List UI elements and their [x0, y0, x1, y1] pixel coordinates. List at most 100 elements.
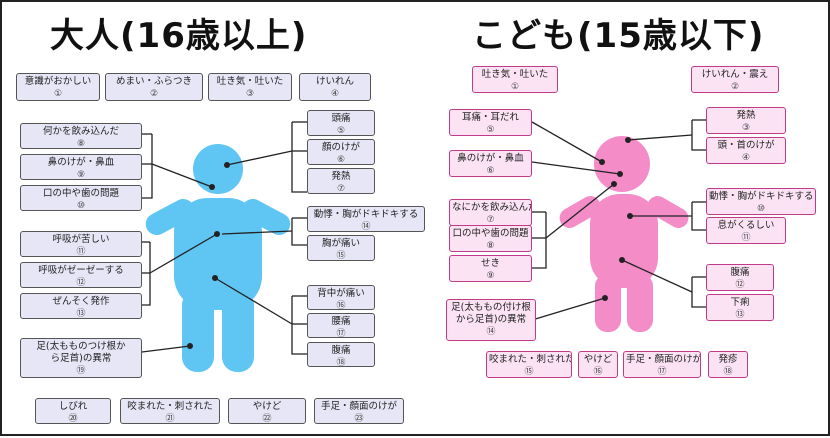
adult-left-leg: [182, 290, 214, 372]
adult-symptom-number: ㉑: [165, 414, 175, 424]
child-symptom-2[interactable]: けいれん・震え ②: [691, 66, 779, 93]
adult-symptom-label: 手足・顔面のけが: [320, 401, 397, 412]
child-symptom-number: ⑤: [486, 125, 495, 135]
adult-symptom-number: ⑤: [336, 126, 346, 136]
child-right-leg: [627, 274, 653, 332]
adult-symptom-label: 頭痛: [331, 113, 351, 124]
child-symptom-9[interactable]: せき ⑨: [449, 255, 532, 282]
adult-symptom-number: ⑲: [76, 366, 86, 376]
adult-symptom-number: ⑫: [76, 278, 86, 288]
adult-symptom-label: やけど: [252, 401, 282, 412]
adult-symptom-12[interactable]: 呼吸がゼーゼーする ⑫: [20, 262, 142, 288]
adult-torso: [174, 198, 262, 310]
child-symptom-number: ⑪: [741, 233, 751, 243]
child-symptom-number: ⑰: [657, 367, 667, 377]
adult-symptom-label: 意識がおかしい: [24, 76, 92, 87]
adult-symptom-label: 腰痛: [331, 316, 351, 327]
adult-title: 大人(16歳以上): [50, 16, 308, 56]
child-symptom-label: 下痢: [730, 297, 750, 308]
adult-symptom-number: ④: [330, 89, 340, 99]
adult-symptom-number: ⑭: [361, 222, 371, 232]
adult-symptom-label: 腹痛: [331, 345, 351, 356]
adult-symptom-label: 顔のけが: [321, 142, 360, 153]
adult-symptom-number: ⑥: [336, 155, 346, 165]
child-symptom-label: 吐き気・吐いた: [481, 69, 549, 80]
adult-symptom-number: ⑪: [76, 247, 86, 257]
adult-symptom-7[interactable]: 発熱 ⑦: [307, 168, 375, 194]
child-symptom-number: ⑱: [723, 367, 733, 377]
adult-head: [193, 144, 243, 194]
adult-right-leg: [222, 290, 254, 372]
adult-symptom-19[interactable]: 足(太もものつけ根から足首)の異常 ⑲: [20, 338, 142, 378]
child-symptom-label: 口の中や歯の問題: [452, 228, 529, 239]
adult-symptom-6[interactable]: 顔のけが ⑥: [307, 139, 375, 165]
adult-symptom-number: ⑨: [76, 170, 86, 180]
adult-symptom-label: けいれん: [315, 76, 354, 87]
adult-symptom-label: ぜんそく発作: [52, 296, 110, 307]
adult-symptom-number: ⑬: [76, 309, 86, 319]
child-symptom-number: ⑥: [486, 166, 495, 176]
child-symptom-number: ⑫: [735, 280, 745, 290]
adult-symptom-5[interactable]: 頭痛 ⑤: [307, 110, 375, 136]
child-symptom-number: ⑮: [524, 367, 534, 377]
adult-symptom-number: ⑦: [336, 184, 346, 194]
adult-symptom-13[interactable]: ぜんそく発作 ⑬: [20, 293, 142, 319]
child-torso: [590, 194, 658, 288]
child-symptom-number: ②: [730, 82, 740, 92]
adult-symptom-label: 咬まれた・刺された: [127, 401, 213, 412]
child-symptom-label: せき: [480, 258, 500, 269]
child-connector-dots: [599, 137, 633, 301]
child-symptom-label: けいれん・震え: [701, 69, 769, 80]
child-symptom-label: 動悸・胸がドキドキする: [709, 191, 814, 202]
adult-symptom-4[interactable]: けいれん ④: [299, 73, 371, 101]
adult-symptom-label: 呼吸がゼーゼーする: [38, 265, 124, 276]
adult-symptom-label: 発熱: [331, 171, 351, 182]
child-symptom-number: ④: [741, 153, 751, 163]
adult-symptom-label: 背中が痛い: [317, 288, 365, 299]
child-symptom-label: 足(太ももの付け根から足首)の異常: [451, 302, 531, 325]
adult-symptom-label: 足(太もものつけ根から足首)の異常: [36, 341, 126, 364]
adult-symptom-label: 何かを飲み込んだ: [42, 126, 119, 137]
adult-symptom-label: しびれ: [58, 401, 88, 412]
adult-symptom-label: めまい・ふらつき: [115, 76, 192, 87]
adult-symptom-number: ⑩: [76, 201, 86, 211]
adult-symptom-number: ③: [245, 89, 255, 99]
child-symptom-number: ⑯: [593, 367, 603, 377]
child-symptom-number: ⑨: [486, 271, 495, 281]
child-left-leg: [595, 274, 621, 332]
child-head: [594, 136, 650, 192]
